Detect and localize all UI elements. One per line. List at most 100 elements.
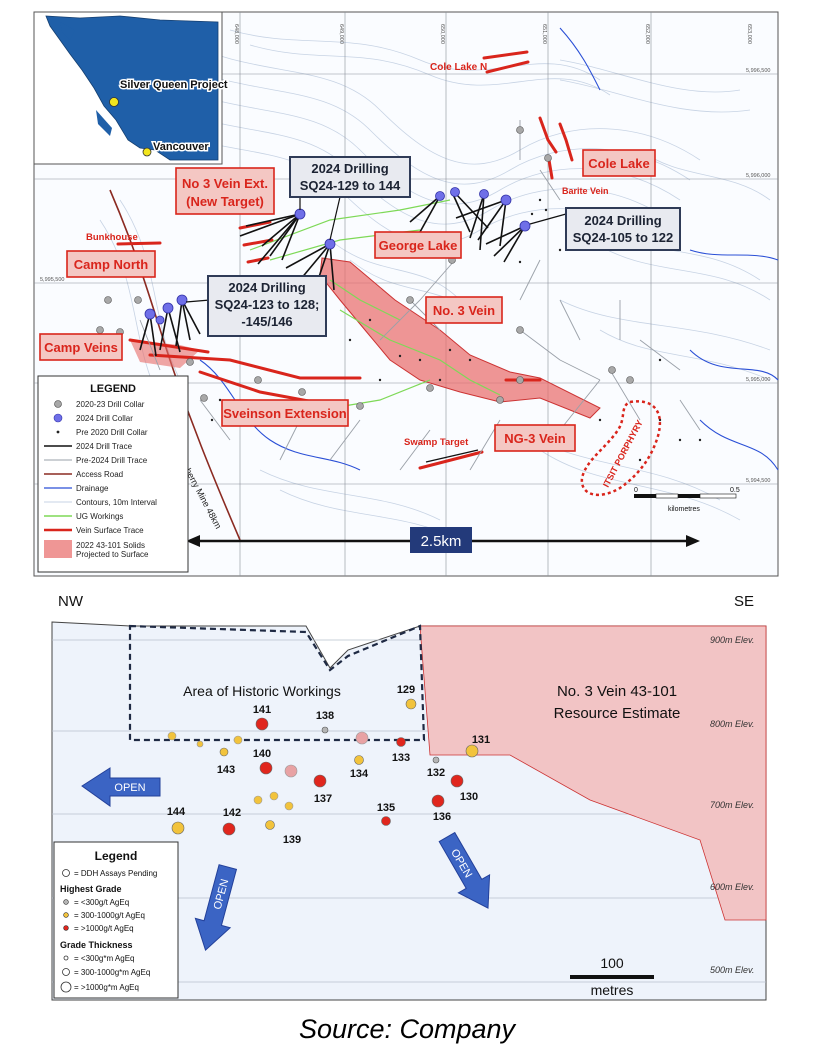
2024-drill-traces <box>139 191 526 357</box>
legend-item: Access Road <box>76 470 123 479</box>
open-arrow-down: OPEN <box>194 864 238 951</box>
intercept-136 <box>431 794 445 808</box>
intercept-141 <box>255 717 269 731</box>
hole-label: 139 <box>283 834 301 846</box>
project-location-marker <box>109 97 119 107</box>
hole-label: 133 <box>392 752 410 764</box>
legend-item: 2024 Drill Collar <box>76 414 133 423</box>
tag-sveinson-text: Sveinson Extension <box>223 406 347 421</box>
easting-label: 648,000 <box>233 24 239 44</box>
legend-item: 2022 43-101 Solids Projected to Surface <box>76 541 149 559</box>
scale-zero: 0 <box>634 487 638 494</box>
section-scale-bar: 100 metres <box>570 955 654 998</box>
section-legend: Legend = DDH Assays Pending Highest Grad… <box>53 841 179 999</box>
swamp-target-trace <box>425 449 479 463</box>
hole-labels: 129 141 138 140 133 131 143 134 132 137 … <box>167 684 490 846</box>
tag-sveinson-extension: Sveinson Extension <box>221 399 349 427</box>
map-legend-title: LEGEND <box>90 383 136 395</box>
intercept-pink-a <box>355 731 369 745</box>
legend-grade-high: = >1000g/t AgEq <box>74 924 134 933</box>
tag-camp-north: Camp North <box>66 250 156 278</box>
intercept-129 <box>405 698 417 710</box>
legend-thick-high: = >1000g*m AgEq <box>74 983 139 992</box>
intercept-extra <box>253 795 263 805</box>
easting-label: 650,000 <box>439 24 445 44</box>
drill-collars-2020-23 <box>96 126 634 410</box>
scale-unit: kilometres <box>668 506 700 513</box>
intercept-137 <box>313 774 327 788</box>
callout-105-line2: SQ24-105 to 122 <box>573 230 673 245</box>
tag-cole-lake: Cole Lake <box>582 149 656 177</box>
legend-grade-title: Highest Grade <box>60 884 122 894</box>
intercept-extra <box>269 791 279 801</box>
direction-se: SE <box>734 593 754 610</box>
inset-city-label: Vancouver <box>153 141 209 153</box>
resource-estimate-area <box>419 625 767 921</box>
tag-camp-veins: Camp Veins <box>39 333 123 361</box>
drainage-lines <box>199 27 779 471</box>
northing-label: 5,994,500 <box>746 478 770 484</box>
project-map: 648,000 649,000 650,000 651,000 652,000 … <box>33 11 779 577</box>
open-label-west: OPEN <box>114 782 145 794</box>
section-legend-title: Legend <box>95 849 138 863</box>
map-legend: LEGEND 2020-23 Drill Collar 2024 Drill C… <box>37 375 189 573</box>
hole-label: 131 <box>472 734 490 746</box>
city-location-marker <box>142 147 152 157</box>
tag-cole-lake-text: Cole Lake <box>588 156 649 171</box>
intercept-135 <box>381 816 391 826</box>
callout-123-line2: SQ24-123 to 128; <box>215 297 320 312</box>
callout-123-line3: -145/146 <box>241 314 292 329</box>
elevation-900: 900m Elev. <box>710 635 754 645</box>
elevation-800: 800m Elev. <box>710 719 754 729</box>
legend-thick-mid: = 300-1000g*m AgEq <box>74 968 150 977</box>
label-cole-lake-n: Cole Lake N <box>430 62 487 73</box>
legend-item: 2020-23 Drill Collar <box>76 400 145 409</box>
hole-label: 141 <box>253 704 271 716</box>
intercept-139 <box>265 820 275 830</box>
elevation-500: 500m Elev. <box>710 965 754 975</box>
grid-northing-labels: 5,996,500 5,996,000 5,995,500 5,995,000 … <box>40 68 770 484</box>
resource-label-line2: Resource Estimate <box>554 705 681 722</box>
intercept-142 <box>222 822 236 836</box>
intercept-extra <box>196 740 204 748</box>
intercept-140 <box>259 761 273 775</box>
hole-label: 144 <box>167 806 186 818</box>
intercept-extra <box>284 801 294 811</box>
intercept-130 <box>450 774 464 788</box>
inset-project-label: Silver Queen Project <box>120 79 228 91</box>
historic-workings-outline <box>128 624 426 742</box>
tag-george-lake: George Lake <box>374 231 462 259</box>
direction-nw: NW <box>58 593 84 610</box>
hole-label: 137 <box>314 793 332 805</box>
tag-no3-vein-ext-line2: (New Target) <box>186 194 264 209</box>
distance-indicator: 2.5km <box>186 527 700 553</box>
open-arrow-southeast: OPEN <box>438 831 491 909</box>
easting-label: 649,000 <box>338 24 344 44</box>
long-section: NW SE No. 3 Vein 43-101 Resource Estimat… <box>51 593 767 1001</box>
intercept-133 <box>396 737 406 747</box>
callout-sq24-129-144: 2024 Drilling SQ24-129 to 144 <box>289 156 411 241</box>
intercept-143 <box>219 747 229 757</box>
legend-item: Vein Surface Trace <box>76 526 144 535</box>
callout-129-line2: SQ24-129 to 144 <box>300 178 401 193</box>
hole-label: 134 <box>350 768 369 780</box>
utm-grid <box>34 12 778 576</box>
callout-sq24-105-122: 2024 Drilling SQ24-105 to 122 <box>529 207 681 251</box>
hole-label: 130 <box>460 791 478 803</box>
intercept-extra <box>233 735 243 745</box>
callout-105-line1: 2024 Drilling <box>584 213 661 228</box>
tag-no3-vein: No. 3 Vein <box>425 296 503 324</box>
tag-george-lake-text: George Lake <box>379 238 458 253</box>
callout-129-line1: 2024 Drilling <box>311 161 388 176</box>
northing-label: 5,995,500 <box>40 277 64 283</box>
northing-label: 5,996,500 <box>746 68 770 74</box>
tag-ng3-vein: NG-3 Vein <box>494 424 576 452</box>
legend-item: Drainage <box>76 484 109 493</box>
legend-item: Contours, 10m Interval <box>76 498 157 507</box>
intercept-extra <box>167 731 177 741</box>
historic-workings-label: Area of Historic Workings <box>183 683 341 699</box>
hole-label: 142 <box>223 807 241 819</box>
section-scale-unit: metres <box>591 982 634 998</box>
legend-pending: = DDH Assays Pending <box>74 869 157 878</box>
hole-label: 136 <box>433 811 451 823</box>
